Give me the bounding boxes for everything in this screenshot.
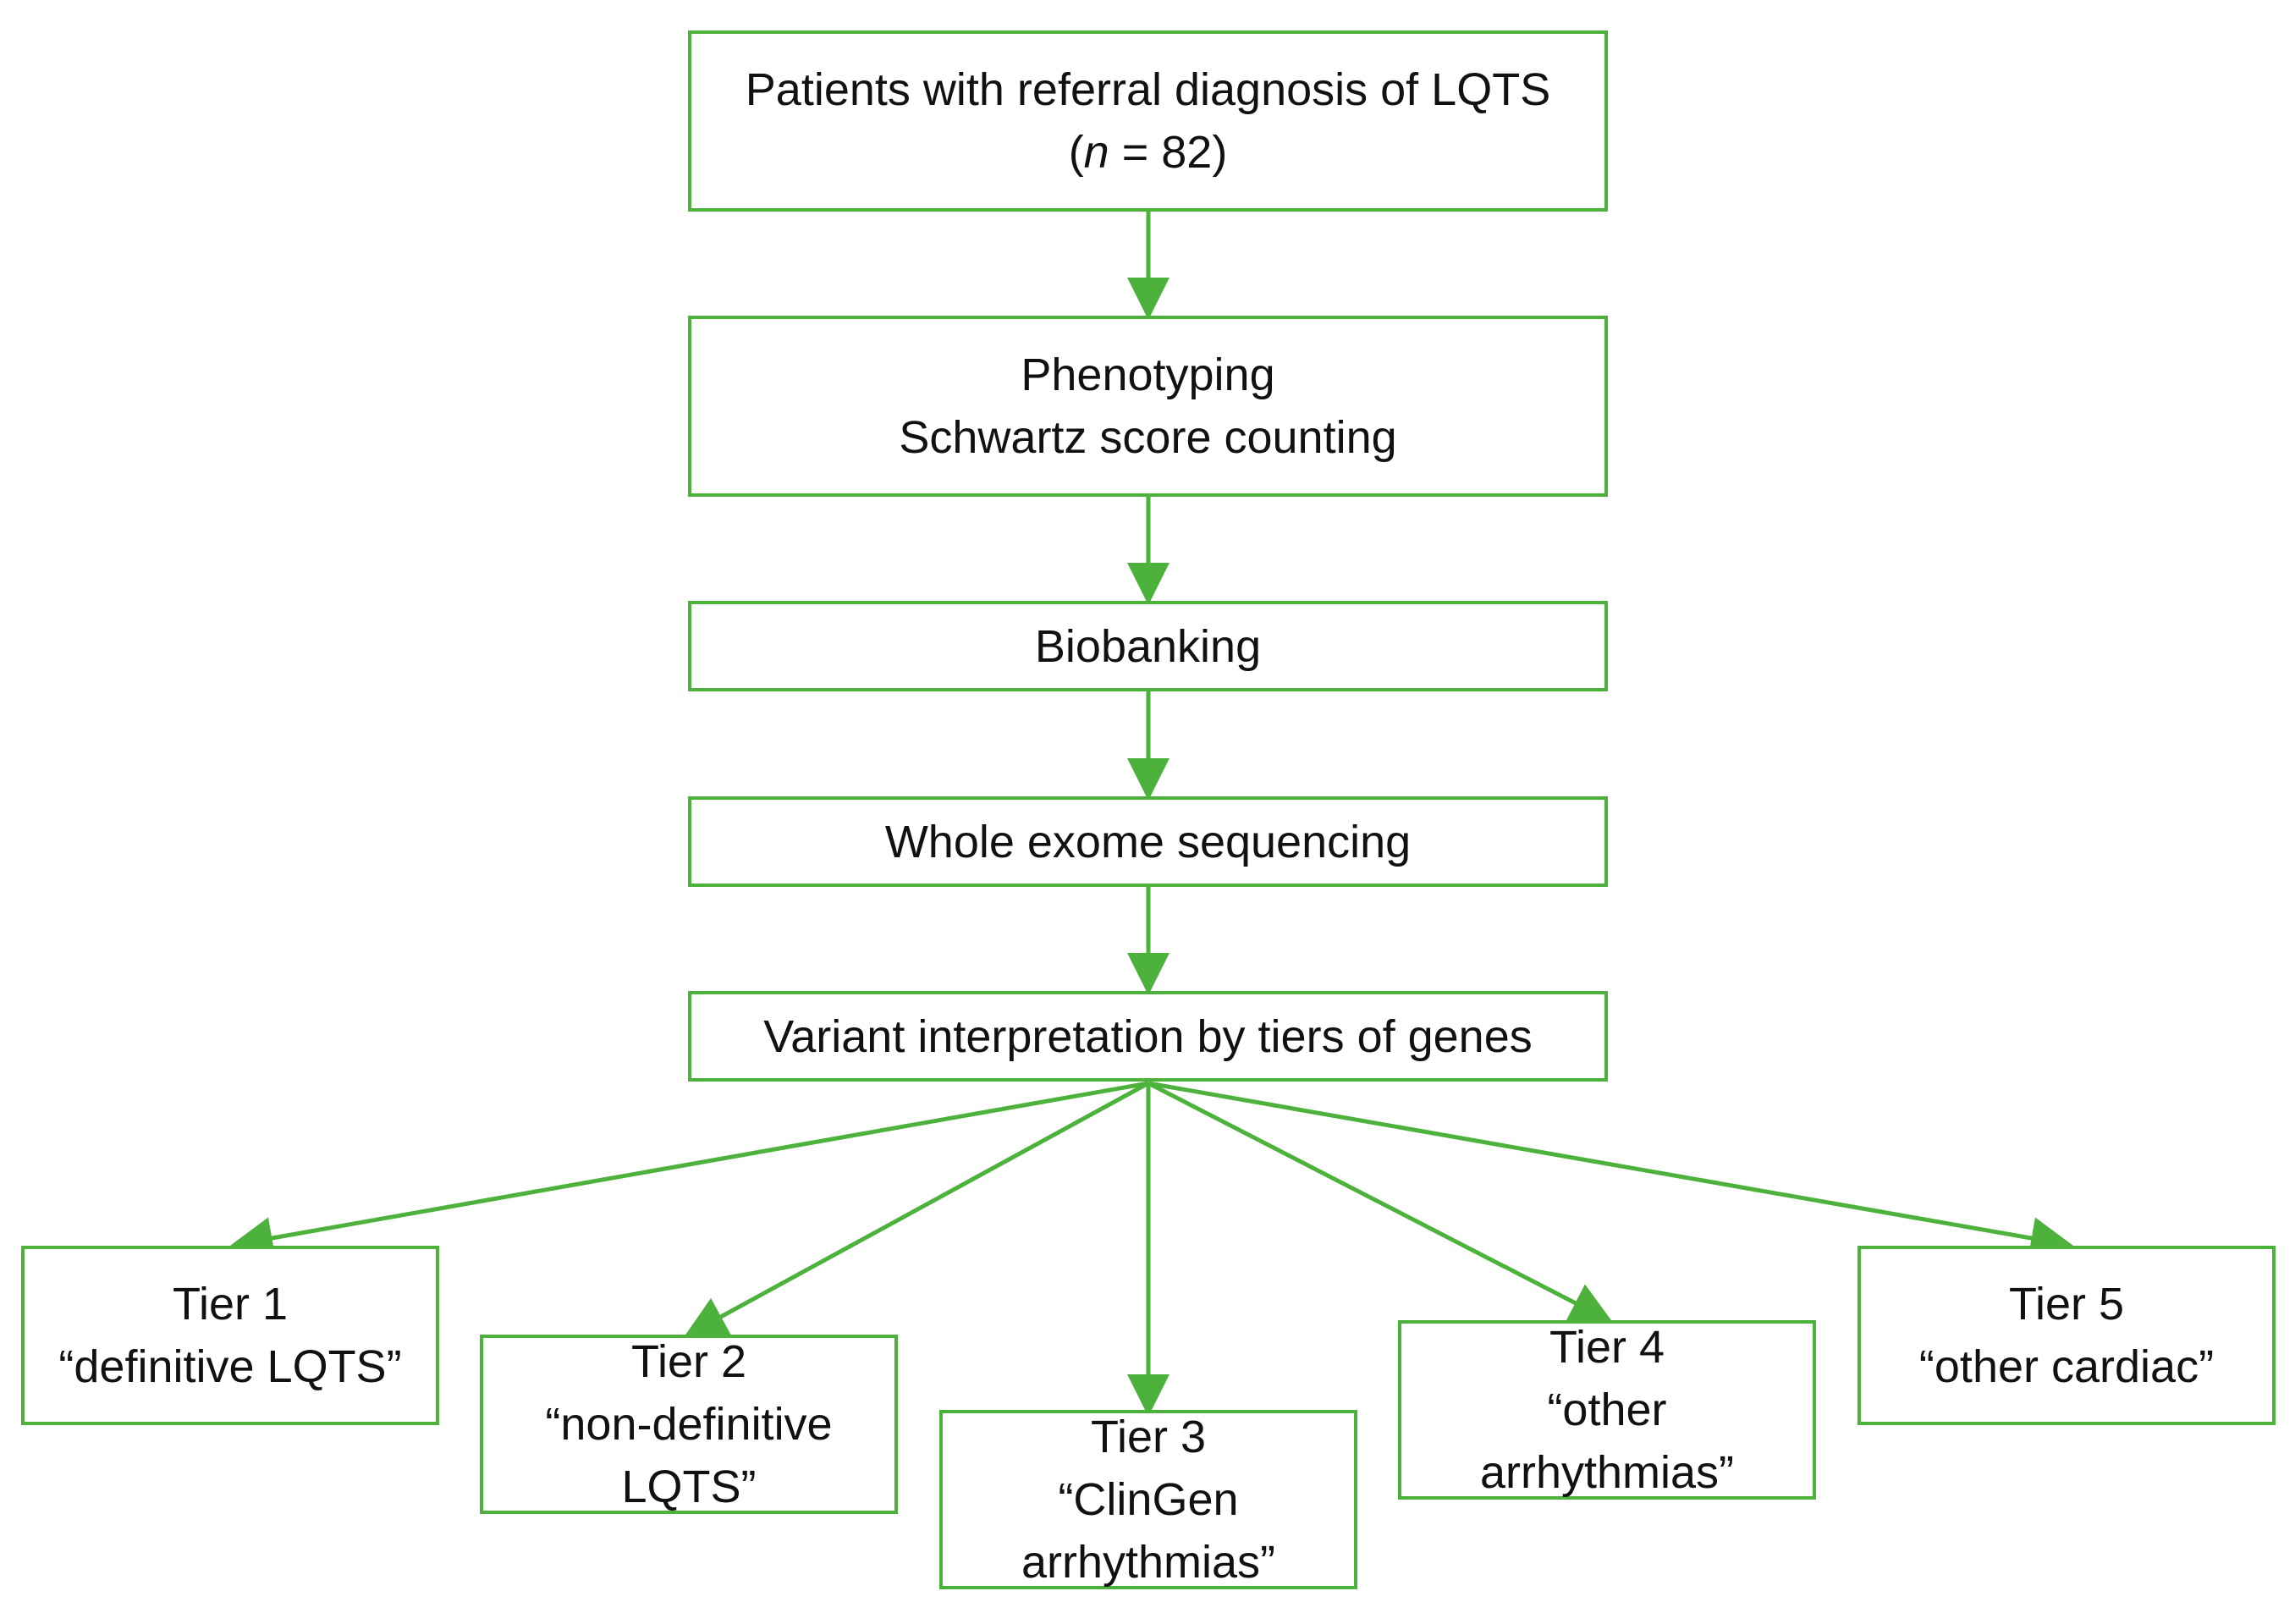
sequencing-title: Whole exome sequencing xyxy=(884,816,1412,867)
tier-3-label-line-2: arrhythmias” xyxy=(1021,1537,1276,1588)
referral-title: Patients with referral diagnosis of LQTS xyxy=(745,64,1551,115)
box-variant-interpretation: Variant interpretation by tiers of genes xyxy=(688,991,1608,1082)
box-referral-diagnosis: Patients with referral diagnosis of LQTS… xyxy=(688,30,1608,212)
tier-3-title: Tier 3 xyxy=(1090,1412,1207,1462)
box-tier-4: Tier 4 “other arrhythmias” xyxy=(1398,1320,1816,1500)
tier-2-label-line-2: LQTS” xyxy=(621,1462,757,1512)
tier-3-label-line-1: “ClinGen xyxy=(1058,1474,1239,1525)
arrow-to-tier5 xyxy=(1148,1081,2073,1259)
box-tier-3: Tier 3 “ClinGen arrhythmias” xyxy=(939,1410,1357,1589)
referral-count-open: ( xyxy=(1068,127,1084,178)
biobanking-title: Biobanking xyxy=(1034,620,1262,672)
interpretation-title: Variant interpretation by tiers of genes xyxy=(763,1010,1533,1062)
box-whole-exome-sequencing: Whole exome sequencing xyxy=(688,796,1608,887)
box-tier-2: Tier 2 “non-definitive LQTS” xyxy=(480,1335,898,1514)
tier-2-label-line-1: “non-definitive xyxy=(545,1399,833,1450)
tier-4-label-line-1: “other xyxy=(1547,1385,1667,1435)
tier-4-label-line-2: arrhythmias” xyxy=(1479,1447,1735,1498)
referral-count-symbol: n xyxy=(1083,127,1109,178)
phenotyping-title: Phenotyping xyxy=(1021,350,1275,400)
arrow-to-tier4 xyxy=(1147,1081,1613,1323)
box-tier-5: Tier 5 “other cardiac” xyxy=(1857,1246,2276,1425)
tier-5-title: Tier 5 xyxy=(2008,1279,2125,1329)
referral-count-value: = 82) xyxy=(1109,127,1228,178)
box-tier-1: Tier 1 “definitive LQTS” xyxy=(21,1246,439,1425)
tier-5-label-line-1: “other cardiac” xyxy=(1918,1341,2215,1392)
referral-count: (n = 82) xyxy=(1069,121,1228,184)
tier-2-title: Tier 2 xyxy=(630,1336,747,1387)
arrow-to-tier1 xyxy=(230,1081,1149,1259)
tier-1-label-line-1: “definitive LQTS” xyxy=(58,1341,402,1392)
box-biobanking: Biobanking xyxy=(688,601,1608,691)
arrow-to-tier2 xyxy=(684,1081,1150,1337)
box-phenotyping: Phenotyping Schwartz score counting xyxy=(688,316,1608,497)
phenotyping-subtitle: Schwartz score counting xyxy=(899,412,1397,463)
tier-4-title: Tier 4 xyxy=(1549,1322,1665,1373)
tier-1-title: Tier 1 xyxy=(172,1279,289,1329)
